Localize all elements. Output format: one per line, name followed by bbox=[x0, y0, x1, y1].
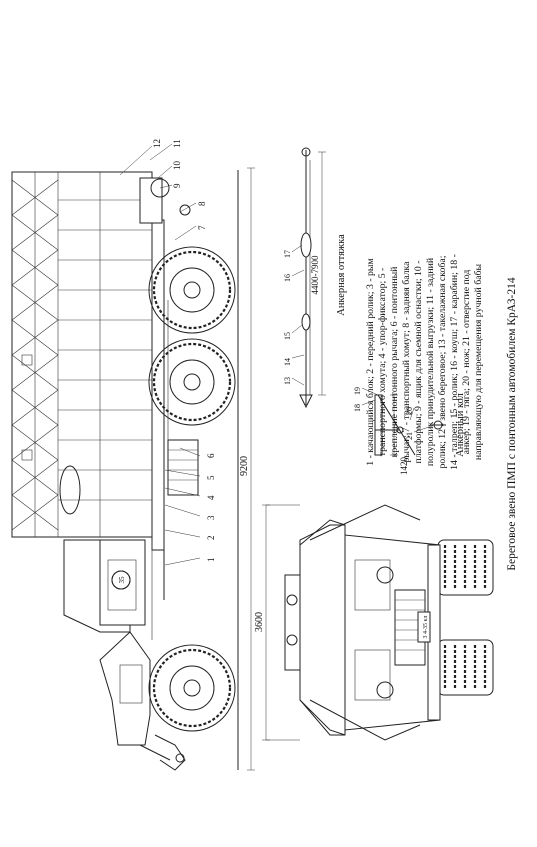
callout-14: 14 bbox=[283, 358, 292, 366]
side-callouts: 1 2 3 4 5 6 7 8 9 10 11 12 bbox=[152, 139, 216, 562]
front-plate: 3 4-35 кл bbox=[423, 616, 429, 639]
callout-7: 7 bbox=[197, 225, 207, 230]
callout-11: 11 bbox=[172, 139, 182, 148]
front-wheel bbox=[148, 644, 236, 732]
width-dimension-text: 3600 bbox=[254, 612, 265, 632]
callout-13: 13 bbox=[283, 377, 292, 385]
legend-line-10: направляющую для перемещения ручной бабы bbox=[473, 263, 484, 460]
callout-10: 10 bbox=[172, 161, 182, 171]
callout-18: 18 bbox=[353, 404, 362, 412]
length-dimension: 9200 bbox=[239, 167, 255, 771]
rear-wheel-1 bbox=[148, 246, 236, 334]
callout-15: 15 bbox=[283, 332, 292, 340]
anchor-rig: 4400-7900 13 14 15 16 17 Анкерная оттяжк… bbox=[283, 147, 347, 409]
callout-9: 9 bbox=[172, 183, 182, 188]
stake-dimension-text: 1420 bbox=[399, 457, 409, 476]
callout-16: 16 bbox=[283, 274, 292, 282]
legend-line-2: транспортного хомута; 4 - упор-фиксатор;… bbox=[377, 268, 388, 457]
anchor-rig-label: Анкерная оттяжка bbox=[336, 234, 347, 316]
legend-line-3: крепление понтонного рычага; 6 - понтонн… bbox=[389, 266, 400, 458]
parts-legend: 1 - качающийся блок; 2 - передний ролик;… bbox=[365, 254, 484, 470]
callout-17: 17 bbox=[283, 250, 292, 258]
truck-front-view: 3 4-35 кл 3600 bbox=[254, 504, 494, 741]
legend-line-6: полуролик принудительной выгрузки; 11 - … bbox=[425, 257, 436, 466]
pontoon-module bbox=[11, 171, 153, 538]
callout-6: 6 bbox=[206, 453, 216, 458]
width-dimension: 3600 bbox=[254, 504, 300, 741]
callout-5: 5 bbox=[206, 475, 216, 480]
legend-line-5: платформы; 9 - ящик для съемной оснастки… bbox=[413, 260, 424, 463]
callout-12: 12 bbox=[152, 139, 162, 148]
callout-8: 8 bbox=[197, 201, 207, 206]
legend-line-7: ролик; 12 - звено береговое; 13 - такела… bbox=[437, 256, 448, 469]
callout-1: 1 bbox=[206, 558, 216, 563]
truck-cab bbox=[63, 539, 153, 746]
callout-21: 21 bbox=[405, 432, 414, 440]
drawing-title: Береговое звено ПМП с понтонным автомоби… bbox=[506, 277, 518, 571]
length-dimension-text: 9200 bbox=[239, 456, 250, 476]
anchor-stake: 1420 18 19 20 21 Анкерный кол bbox=[353, 387, 466, 475]
anchor-stake-label: Анкерный кол bbox=[455, 393, 466, 457]
truck-side-view: 9200 1 2 3 4 5 6 7 8 9 10 11 12 bbox=[11, 139, 255, 771]
callout-2: 2 bbox=[206, 536, 216, 541]
callout-3: 3 bbox=[206, 515, 216, 520]
rig-dimension-text: 4400-7900 bbox=[310, 255, 320, 294]
callout-4: 4 bbox=[206, 495, 216, 500]
callout-19: 19 bbox=[353, 387, 362, 395]
legend-line-8: 14 - талреп; 15 - ролик; 16 - коуш; 17 -… bbox=[449, 254, 460, 470]
rear-wheel-2 bbox=[148, 338, 236, 426]
callout-20: 20 bbox=[405, 407, 414, 415]
legend-line-1: 1 - качающийся блок; 2 - передний ролик;… bbox=[365, 258, 376, 465]
cab-number: 35 bbox=[118, 576, 126, 584]
legend-line-9: анкер; 19 - тяга; 20 - нож; 21 - отверст… bbox=[461, 270, 472, 455]
legend-line-4: рычаг; 7 - транспортный хомут; 8 - задня… bbox=[401, 261, 412, 463]
